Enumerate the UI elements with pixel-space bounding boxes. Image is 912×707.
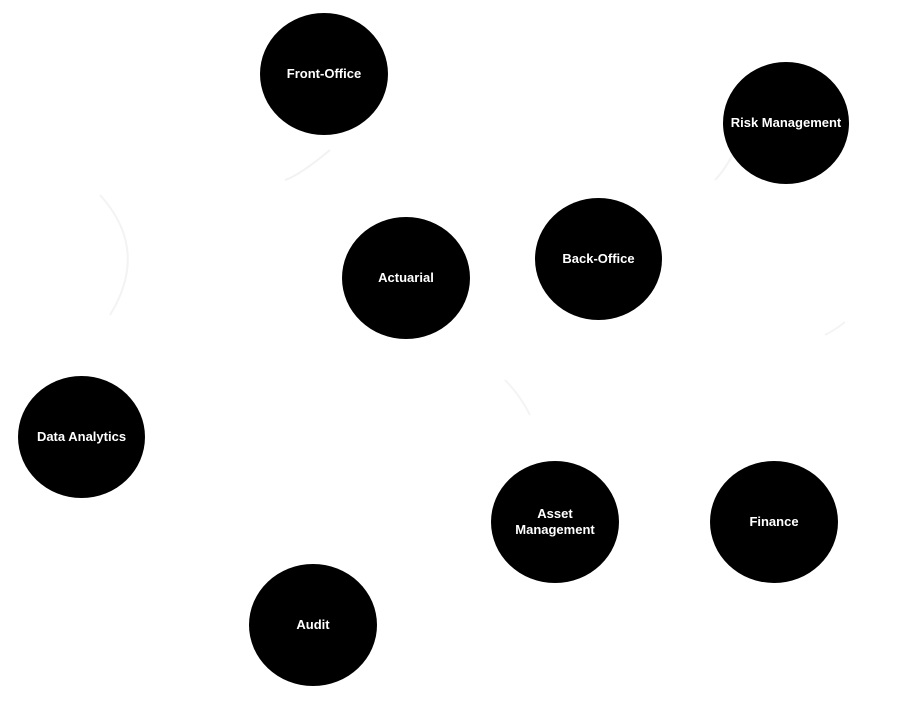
node-finance[interactable]: Finance [710, 461, 838, 583]
node-label: Back-Office [562, 251, 635, 267]
node-label: Audit [296, 617, 330, 633]
node-front-office[interactable]: Front-Office [260, 13, 388, 135]
node-label: Front-Office [286, 66, 362, 82]
node-data-analytics[interactable]: Data Analytics [18, 376, 145, 498]
node-label: Actuarial [378, 270, 434, 286]
node-label: Asset Management [515, 506, 595, 537]
node-back-office[interactable]: Back-Office [535, 198, 662, 320]
node-risk-management[interactable]: Risk Management [723, 62, 849, 184]
node-label: Data Analytics [36, 429, 127, 445]
node-audit[interactable]: Audit [249, 564, 377, 686]
faint-trace [99, 194, 129, 316]
faint-trace [284, 149, 331, 181]
node-actuarial[interactable]: Actuarial [342, 217, 470, 339]
node-asset-management[interactable]: Asset Management [491, 461, 619, 583]
faint-trace [504, 379, 531, 416]
faint-trace [824, 321, 846, 336]
node-label: Risk Management [730, 115, 842, 131]
node-label: Finance [749, 514, 799, 530]
